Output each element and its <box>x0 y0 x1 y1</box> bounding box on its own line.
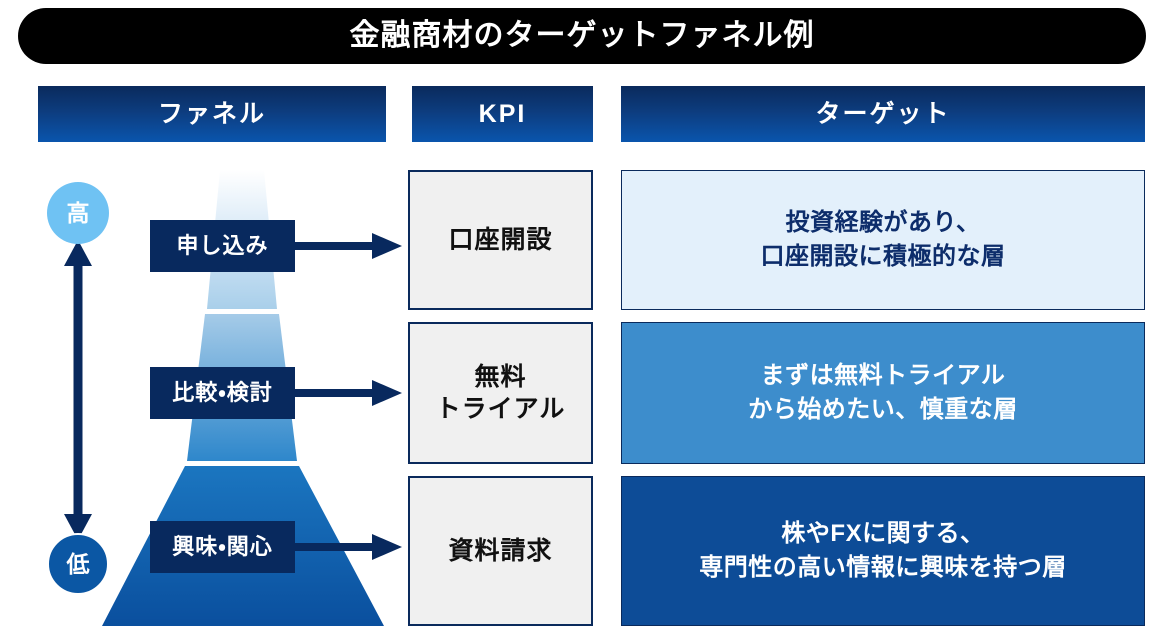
kpi-box-free-trial[interactable]: 無料 トライアル <box>408 322 593 464</box>
connector-arrow-icon-stage-1 <box>292 233 402 259</box>
funnel-stage-label-interest-text: 興味・関心 <box>172 534 273 559</box>
scale-badge-low: 低 <box>47 533 109 595</box>
kpi-box-account-opening-text: 口座開設 <box>448 226 553 254</box>
scale-badge-high-label: 高 <box>66 199 90 226</box>
axis-arrow-up-head <box>64 240 92 266</box>
column-header-kpi-label: KPI <box>478 99 527 128</box>
scale-badge-low-label: 低 <box>66 550 90 577</box>
target-box-experienced-investors[interactable]: 投資経験があり、 口座開設に積極的な層 <box>621 170 1145 310</box>
target-box-expert-info-seekers-text: 株やFXに関する、 専門性の高い情報に興味を持つ層 <box>699 519 1067 581</box>
diagram-title-bar: 金融商材のターゲットファネル例 <box>18 8 1146 64</box>
target-box-experienced-investors-text: 投資経験があり、 口座開設に積極的な層 <box>760 208 1006 270</box>
connector-arrow-icon-stage-3 <box>292 534 402 560</box>
column-header-kpi: KPI <box>412 86 593 142</box>
column-header-funnel: ファネル <box>38 86 386 142</box>
funnel-stage-label-application-text: 申し込み <box>176 233 269 258</box>
page-title: 金融商材のターゲットファネル例 <box>349 19 815 52</box>
column-header-target: ターゲット <box>621 86 1145 142</box>
kpi-box-document-request-text: 資料請求 <box>448 537 553 565</box>
column-header-target-label: ターゲット <box>815 99 951 128</box>
kpi-box-account-opening[interactable]: 口座開設 <box>408 170 593 310</box>
funnel-stage-label-interest[interactable]: 興味・関心 <box>150 521 295 573</box>
target-box-cautious-trial-users[interactable]: まずは無料トライアル から始めたい、慎重な層 <box>621 322 1145 464</box>
funnel-stage-label-comparison-text: 比較・検討 <box>172 380 273 405</box>
kpi-box-free-trial-text: 無料 トライアル <box>435 363 566 423</box>
connector-arrow-icon-stage-2 <box>292 380 402 406</box>
column-header-funnel-label: ファネル <box>157 99 266 128</box>
axis-arrow-down-head <box>64 514 92 540</box>
intent-axis-arrow <box>64 240 92 540</box>
scale-badge-high: 高 <box>47 182 109 244</box>
funnel-stage-label-application[interactable]: 申し込み <box>150 220 295 272</box>
target-box-cautious-trial-users-text: まずは無料トライアル から始めたい、慎重な層 <box>748 361 1018 423</box>
kpi-box-document-request[interactable]: 資料請求 <box>408 476 593 626</box>
target-box-expert-info-seekers[interactable]: 株やFXに関する、 専門性の高い情報に興味を持つ層 <box>621 476 1145 626</box>
funnel-stage-label-comparison[interactable]: 比較・検討 <box>150 367 295 419</box>
